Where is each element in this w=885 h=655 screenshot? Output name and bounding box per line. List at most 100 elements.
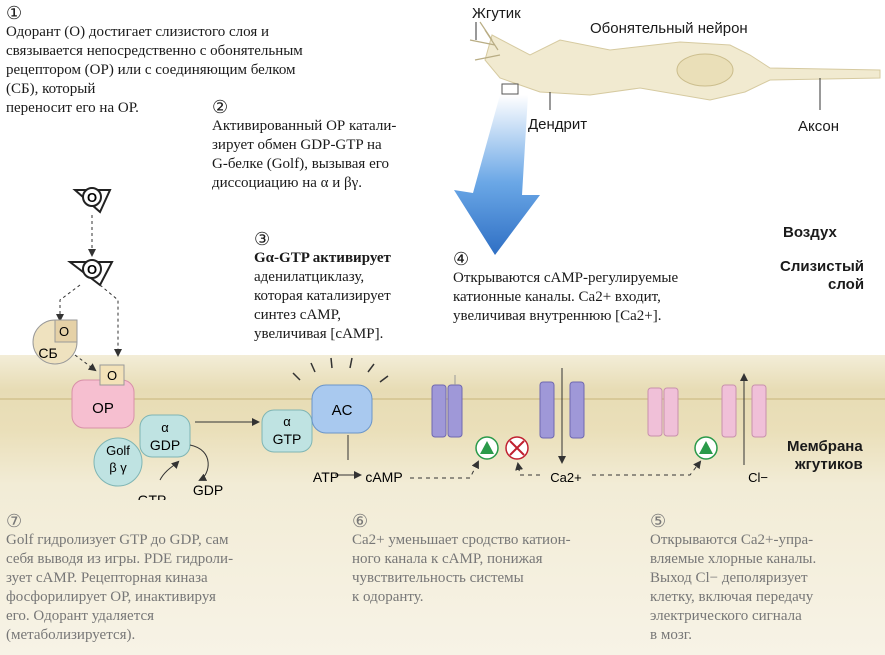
cation-channel-closed-right bbox=[447, 384, 463, 438]
g-alpha-gtp bbox=[261, 409, 313, 453]
step-7-line: (метаболизируется). bbox=[6, 627, 136, 643]
cl-channel-closed-right bbox=[663, 387, 679, 437]
step-6-number: ⑥ bbox=[352, 511, 369, 532]
binding-protein-o: O bbox=[59, 324, 69, 339]
axon-label: Аксон bbox=[798, 118, 840, 135]
beta-gamma-label: β γ bbox=[109, 460, 127, 475]
zoom-box bbox=[501, 83, 519, 95]
dendrite-label: Дендрит bbox=[528, 116, 588, 133]
step-2-line: диссоциацию на α и βγ. bbox=[212, 175, 363, 191]
receptor-label: ОР bbox=[92, 400, 114, 417]
step-5-line: вляемые хлорные каналы. bbox=[650, 551, 817, 567]
g-alpha-gdp bbox=[139, 414, 191, 458]
step-2-number: ② bbox=[212, 97, 229, 118]
mucus-label-2: слой bbox=[828, 276, 865, 293]
big-blue-arrow bbox=[454, 95, 540, 255]
step-6-line: Ca2+ уменьшает сродство катион- bbox=[352, 532, 571, 548]
membrane-label-2: жгутиков bbox=[795, 456, 863, 473]
step-1-line: переносит его на ОР. bbox=[6, 100, 139, 116]
step-3-line: которая катализирует bbox=[254, 288, 391, 304]
step-4: ④ Открываются cAMP-регулируемые катионны… bbox=[453, 250, 678, 326]
step-5-line: электрического сигнала bbox=[650, 608, 802, 624]
pathway-diagram: O O O СБ O ОР Golf β γ α GDP GTP GDP α G… bbox=[32, 187, 768, 500]
ac-activation-rays bbox=[292, 357, 389, 383]
step-4-line: увеличивая внутреннюю [Ca2+]. bbox=[453, 308, 662, 324]
step-6: ⑥ Ca2+ уменьшает сродство катион- ного к… bbox=[352, 512, 571, 607]
air-label: Воздух bbox=[783, 224, 837, 241]
cl-label: Cl− bbox=[748, 470, 768, 485]
step-6-line: к одоранту. bbox=[352, 589, 424, 605]
cation-channel-closed-left bbox=[431, 384, 447, 438]
alpha-label-1: α bbox=[161, 420, 169, 435]
activation-icon-2 bbox=[699, 441, 713, 454]
gtp-label-1: GTP bbox=[138, 492, 167, 500]
step-5-line: клетку, включая передачу bbox=[650, 589, 814, 605]
step-7-line: зует cAMP. Рецепторная киназа bbox=[6, 570, 208, 586]
step-1-line: связывается непосредственно с обонятельн… bbox=[6, 43, 303, 59]
step-6-line: чувствительность системы bbox=[352, 570, 524, 586]
odorant-top-label: O bbox=[87, 190, 97, 205]
step-7-number: ⑦ bbox=[6, 511, 23, 532]
step-7: ⑦ Golf гидролизует GTP до GDP, сам себя … bbox=[6, 512, 233, 645]
step-6-line: ного канала к cAMP, понижая bbox=[352, 551, 543, 567]
activation-icon bbox=[480, 441, 494, 454]
alpha-label-2: α bbox=[283, 414, 291, 429]
cation-channel-open-left bbox=[539, 381, 555, 439]
inhibition-icon bbox=[509, 440, 525, 456]
ca-label: Ca2+ bbox=[550, 470, 581, 485]
step-5-line: в мозг. bbox=[650, 627, 692, 643]
gdp-release-arrow bbox=[189, 444, 209, 481]
gdp-label-1: GDP bbox=[150, 437, 180, 453]
neuron-drawing bbox=[469, 21, 881, 110]
odorant-to-or-arrow bbox=[99, 284, 122, 357]
step-7-line: фосфорилирует ОР, инактивируя bbox=[6, 589, 216, 605]
odorant-top bbox=[82, 187, 102, 207]
step-5-line: Открываются Ca2+-упра- bbox=[650, 532, 814, 548]
step-1-line: рецептором (ОР) или с соединяющим белком bbox=[6, 62, 296, 78]
membrane-label-1: Мембрана bbox=[787, 438, 863, 455]
step-7-line: себя выводя из игры. PDE гидроли- bbox=[6, 551, 234, 567]
cl-channel-open-right bbox=[751, 384, 767, 438]
step-3-line: синтез cAMP, bbox=[254, 307, 342, 323]
step-2: ② Активированный ОР катали- зирует обмен… bbox=[212, 98, 396, 193]
step-3-number: ③ bbox=[254, 229, 271, 250]
step-1-line: Одорант (О) достигает слизистого слоя и bbox=[6, 24, 270, 40]
step-2-line: зирует обмен GDP-GTP на bbox=[212, 137, 382, 153]
ca-feedback-arrow bbox=[515, 462, 540, 476]
step-3: ③ Gα-GTP активирует аденилатциклазу, кот… bbox=[254, 230, 391, 344]
ca-to-cl-arrow bbox=[592, 460, 702, 476]
mucus-label-1: Слизистый bbox=[780, 258, 864, 275]
g-beta-gamma bbox=[93, 437, 143, 487]
golf-label: Golf bbox=[106, 443, 130, 458]
odorant-mid bbox=[82, 259, 102, 279]
cation-channel-open-right bbox=[569, 381, 585, 439]
cl-channel-open-left bbox=[721, 384, 737, 438]
step-7-line: его. Одорант удаляется bbox=[6, 608, 155, 624]
receptor-o-label: O bbox=[107, 368, 117, 383]
neuron-nucleus bbox=[676, 53, 734, 87]
camp-label: cAMP bbox=[365, 469, 402, 485]
step-1: ① Одорант (О) достигает слизистого слоя … bbox=[6, 4, 303, 118]
odorant-mid-label: O bbox=[87, 262, 97, 277]
cl-channel-closed-left bbox=[647, 387, 663, 437]
odorant-to-sb-arrow bbox=[56, 284, 81, 322]
flagellum-label: Жгутик bbox=[472, 5, 521, 22]
step-5: ⑤ Открываются Ca2+-упра- вляемые хлорные… bbox=[650, 512, 816, 645]
step-7-line: Golf гидролизует GTP до GDP, сам bbox=[6, 532, 229, 548]
step-1-number: ① bbox=[6, 3, 23, 24]
receptor-odorant-site bbox=[99, 364, 125, 386]
binding-protein-label: СБ bbox=[38, 345, 57, 361]
step-2-line: G-белке (Golf), вызывая его bbox=[212, 156, 390, 172]
binding-protein-pocket bbox=[54, 319, 78, 343]
sb-to-or-arrow bbox=[74, 354, 97, 372]
step-3-line: аденилатциклазу, bbox=[254, 269, 365, 285]
ac-label: AC bbox=[332, 402, 353, 419]
adenylate-cyclase bbox=[311, 384, 373, 434]
step-1-line: (СБ), который bbox=[6, 81, 96, 97]
step-4-line: катионные каналы. Ca2+ входит, bbox=[453, 289, 661, 305]
gtp-entry-arrow bbox=[159, 460, 180, 481]
step-4-number: ④ bbox=[453, 249, 470, 270]
step-5-line: Выход Cl− деполяризует bbox=[650, 570, 808, 586]
gtp-label-2: GTP bbox=[273, 431, 302, 447]
step-3-line: Gα-GTP активирует bbox=[254, 250, 391, 266]
